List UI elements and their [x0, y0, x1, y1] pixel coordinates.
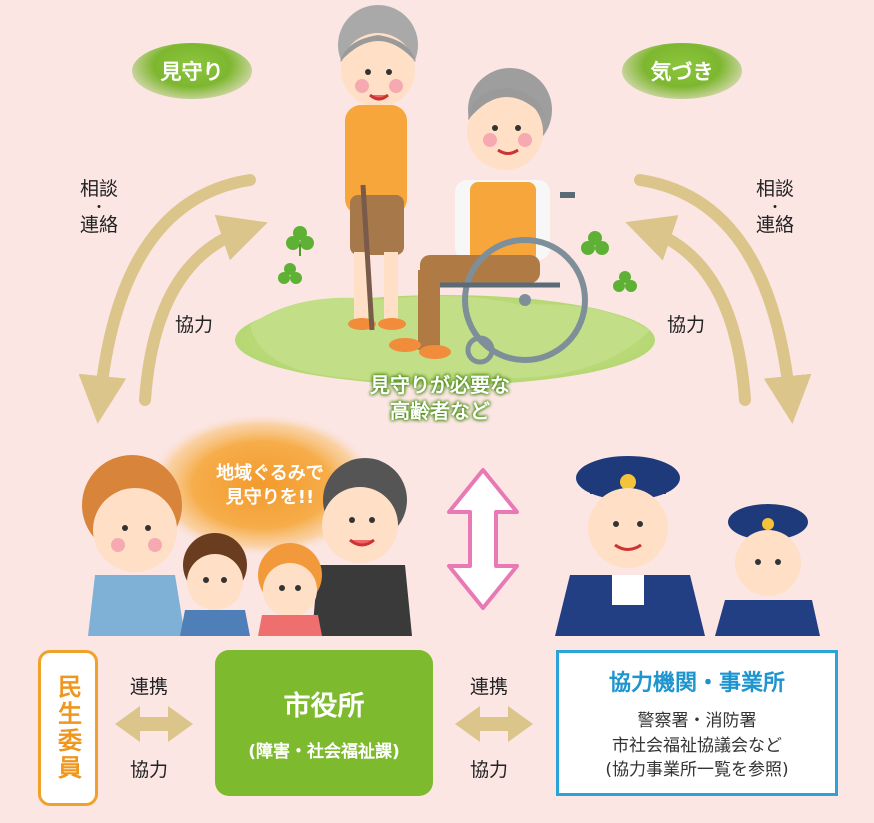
elderly-woman-with-cane-icon: [338, 5, 418, 331]
left-consult-text: 相談: [80, 178, 119, 200]
partner-line-see-list: (協力事業所一覧を参照): [605, 760, 789, 781]
city-hall-box: 市役所 (障害・社会福祉課): [215, 650, 433, 796]
bottom-left-double-arrow: [115, 706, 193, 742]
double-arrow-icon: [447, 468, 519, 610]
elderly-caption-line1: 見守りが必要な: [370, 373, 510, 397]
left-consult-contact: 相談 ・ 連絡: [80, 178, 118, 238]
partner-line-welfare-council: 市社会福祉協議会など: [612, 735, 782, 756]
left-contact-text: 連絡: [80, 214, 119, 237]
community-caption-line1: 地域ぐるみで: [216, 463, 324, 484]
right-consult-text: 相談: [756, 178, 795, 200]
community-caption: 地域ぐるみで 見守りを!!: [190, 462, 350, 511]
community-caption-line2: 見守りを!!: [225, 487, 315, 509]
community-glow: [147, 413, 377, 557]
right-collaboration-text: 連携: [470, 676, 509, 698]
clover-icon: [278, 226, 637, 292]
minsei-iin-text: 民生委員: [53, 674, 82, 782]
kizuki-label: 気づき: [622, 43, 742, 99]
left-curved-arrows: [78, 174, 268, 424]
left-cooperation-text: 協力: [175, 314, 214, 336]
city-hall-title: 市役所: [283, 691, 365, 722]
right-curved-arrows: [625, 174, 812, 424]
left-separator-dot: ・: [92, 199, 106, 216]
elderly-caption: 見守りが必要な 高齢者など: [340, 372, 540, 424]
bottom-right-double-arrow: [455, 706, 533, 742]
right-bottom-cooperation-text: 協力: [470, 759, 509, 781]
mimamori-label: 見守り: [132, 43, 252, 99]
partner-organizations-box: 協力機関・事業所 警察署・消防署 市社会福祉協議会など (協力事業所一覧を参照): [556, 650, 838, 796]
family-icon: [82, 455, 412, 636]
left-collaboration-text: 連携: [130, 676, 169, 698]
city-hall-department: (障害・社会福祉課): [248, 742, 400, 762]
elderly-caption-line2: 高齢者など: [390, 399, 490, 423]
right-consult-contact: 相談 ・ 連絡: [756, 178, 794, 238]
right-separator-dot: ・: [768, 199, 782, 216]
partner-line-police-fire: 警察署・消防署: [637, 711, 757, 731]
grass-patch: [235, 295, 655, 385]
minsei-iin-box: 民生委員: [38, 650, 98, 806]
right-contact-text: 連絡: [756, 214, 795, 237]
right-cooperation-text: 協力: [667, 314, 706, 336]
elderly-man-in-wheelchair-icon: [389, 68, 588, 365]
police-officer-icon: [555, 456, 820, 636]
left-bottom-cooperation-text: 協力: [130, 759, 169, 781]
partner-organizations-title: 協力機関・事業所: [608, 671, 785, 696]
